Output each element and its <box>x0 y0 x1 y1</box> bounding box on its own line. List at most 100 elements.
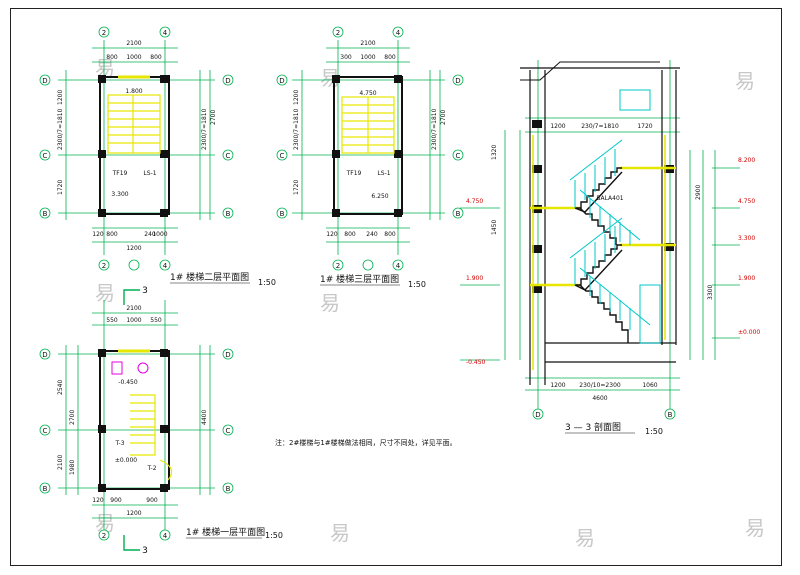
axis-label: 2 <box>102 532 106 540</box>
axis-label: B <box>668 411 673 419</box>
axis-label: 2 <box>102 262 106 270</box>
dimension: 1200 <box>57 90 64 105</box>
axis-label: B <box>456 210 461 218</box>
level-mark: ±0.000 <box>738 329 760 336</box>
dimension: 120 <box>326 231 338 238</box>
axis-label: 2 <box>102 29 106 37</box>
level-mark: 8.200 <box>738 157 755 164</box>
label: TF19 <box>346 170 362 177</box>
elevation: ±0.000 <box>115 457 137 464</box>
section-mark: 3 <box>142 546 148 556</box>
axis-label: 4 <box>396 29 401 37</box>
axis-label: C <box>280 152 285 160</box>
dimension: 1060 <box>642 382 657 389</box>
elevation: -0.450 <box>118 379 138 386</box>
axis-label: D <box>455 77 460 85</box>
label: T-2 <box>146 465 156 472</box>
dimension: 800 <box>384 231 396 238</box>
axis-label: D <box>42 351 47 359</box>
dimension: 900 <box>146 497 158 504</box>
dimension: 230/7=1810 <box>581 123 619 130</box>
dimension: 240 <box>366 231 378 238</box>
section-3-3: D B <box>460 60 760 436</box>
level-mark: 4.750 <box>738 198 755 205</box>
dimension: 1000 <box>360 54 375 61</box>
plan-title: 1# 楼梯一层平面图 <box>186 526 265 538</box>
dimension: 1000 <box>152 231 167 238</box>
plan-scale: 1:50 <box>258 278 276 287</box>
dimension: 800 <box>150 54 162 61</box>
axis-label: B <box>43 485 48 493</box>
plan-title: 1# 楼梯三层平面图 <box>320 273 399 285</box>
plan-title: 1# 楼梯二层平面图 <box>170 271 249 283</box>
label: LS-1 <box>377 170 390 177</box>
watermark-glyph: 易 <box>575 526 595 550</box>
axis-label: B <box>226 210 231 218</box>
dimension: 2540 <box>57 380 64 395</box>
drawing-note: 注：2#楼梯与1#楼梯做法相同，尺寸不同处，详见平面。 <box>275 438 457 447</box>
dimension: 2100 <box>126 305 141 312</box>
dimension: 2100 <box>360 40 375 47</box>
dimension: 2100 <box>126 40 141 47</box>
axis-label: C <box>43 427 48 435</box>
watermark-glyph: 易 <box>735 69 755 93</box>
axis-label: C <box>226 152 231 160</box>
axis-label: C <box>43 152 48 160</box>
dimension: 800 <box>106 54 118 61</box>
level-mark: -0.450 <box>466 359 486 366</box>
dimension: 2700 <box>69 410 76 425</box>
dimension: 550 <box>150 317 162 324</box>
dimension: 1720 <box>637 123 652 130</box>
plan-third-floor: 2 4 2 4 D C B D C B 2100 300 <box>276 26 464 289</box>
axis-label: 2 <box>336 29 340 37</box>
dimension: 1720 <box>293 180 300 195</box>
label: T-3 <box>114 440 124 447</box>
axis-label: D <box>225 351 230 359</box>
plan-scale: 1:50 <box>265 531 283 540</box>
dimension: 2700 <box>210 110 217 125</box>
label: TF19 <box>112 170 128 177</box>
dimension: 800 <box>344 231 356 238</box>
axis-label: C <box>456 152 461 160</box>
dimension: 550 <box>106 317 118 324</box>
dimension: 240 <box>144 231 156 238</box>
dimension: 1200 <box>126 510 141 517</box>
watermark-glyph: 易 <box>95 511 115 535</box>
watermark-glyph: 易 <box>745 516 765 540</box>
dimension: 800 <box>384 54 396 61</box>
dimension: 1000 <box>126 54 141 61</box>
dimension: 2900 <box>695 185 702 200</box>
axis-label: 4 <box>163 532 168 540</box>
watermark-glyph: 易 <box>95 281 115 305</box>
dimension: 2700 <box>440 110 447 125</box>
dimension: 3300 <box>707 285 714 300</box>
section-title: 3 — 3 剖面图 <box>565 421 621 433</box>
watermark-glyph: 易 <box>330 521 350 545</box>
axis-label: D <box>225 77 230 85</box>
dimension: 1200 <box>293 90 300 105</box>
dimension: 1450 <box>491 220 498 235</box>
axis-label: D <box>42 77 47 85</box>
level-mark: 1.900 <box>466 275 483 282</box>
axis-label: 4 <box>163 262 168 270</box>
axis-label: 4 <box>163 29 168 37</box>
elevation: 6.250 <box>371 193 388 200</box>
axis-label: C <box>226 427 231 435</box>
plan-second-floor: 2 4 2 4 D C B D C B <box>39 26 276 287</box>
dimension: 1200 <box>550 123 565 130</box>
dimension: 4600 <box>592 395 607 402</box>
axis-label: D <box>535 411 540 419</box>
dimension: 1320 <box>491 145 498 160</box>
level-mark: 4.750 <box>466 198 483 205</box>
dimension: 300 <box>340 54 352 61</box>
axis-label: B <box>280 210 285 218</box>
dimension: 800 <box>106 231 118 238</box>
elevation: 4.750 <box>359 90 376 97</box>
dimension: 1720 <box>57 180 64 195</box>
dimension: 2300/7=1810 <box>431 108 438 150</box>
dimension: 120 <box>92 497 104 504</box>
dimension: 4400 <box>201 410 208 425</box>
axis-label: D <box>279 77 284 85</box>
